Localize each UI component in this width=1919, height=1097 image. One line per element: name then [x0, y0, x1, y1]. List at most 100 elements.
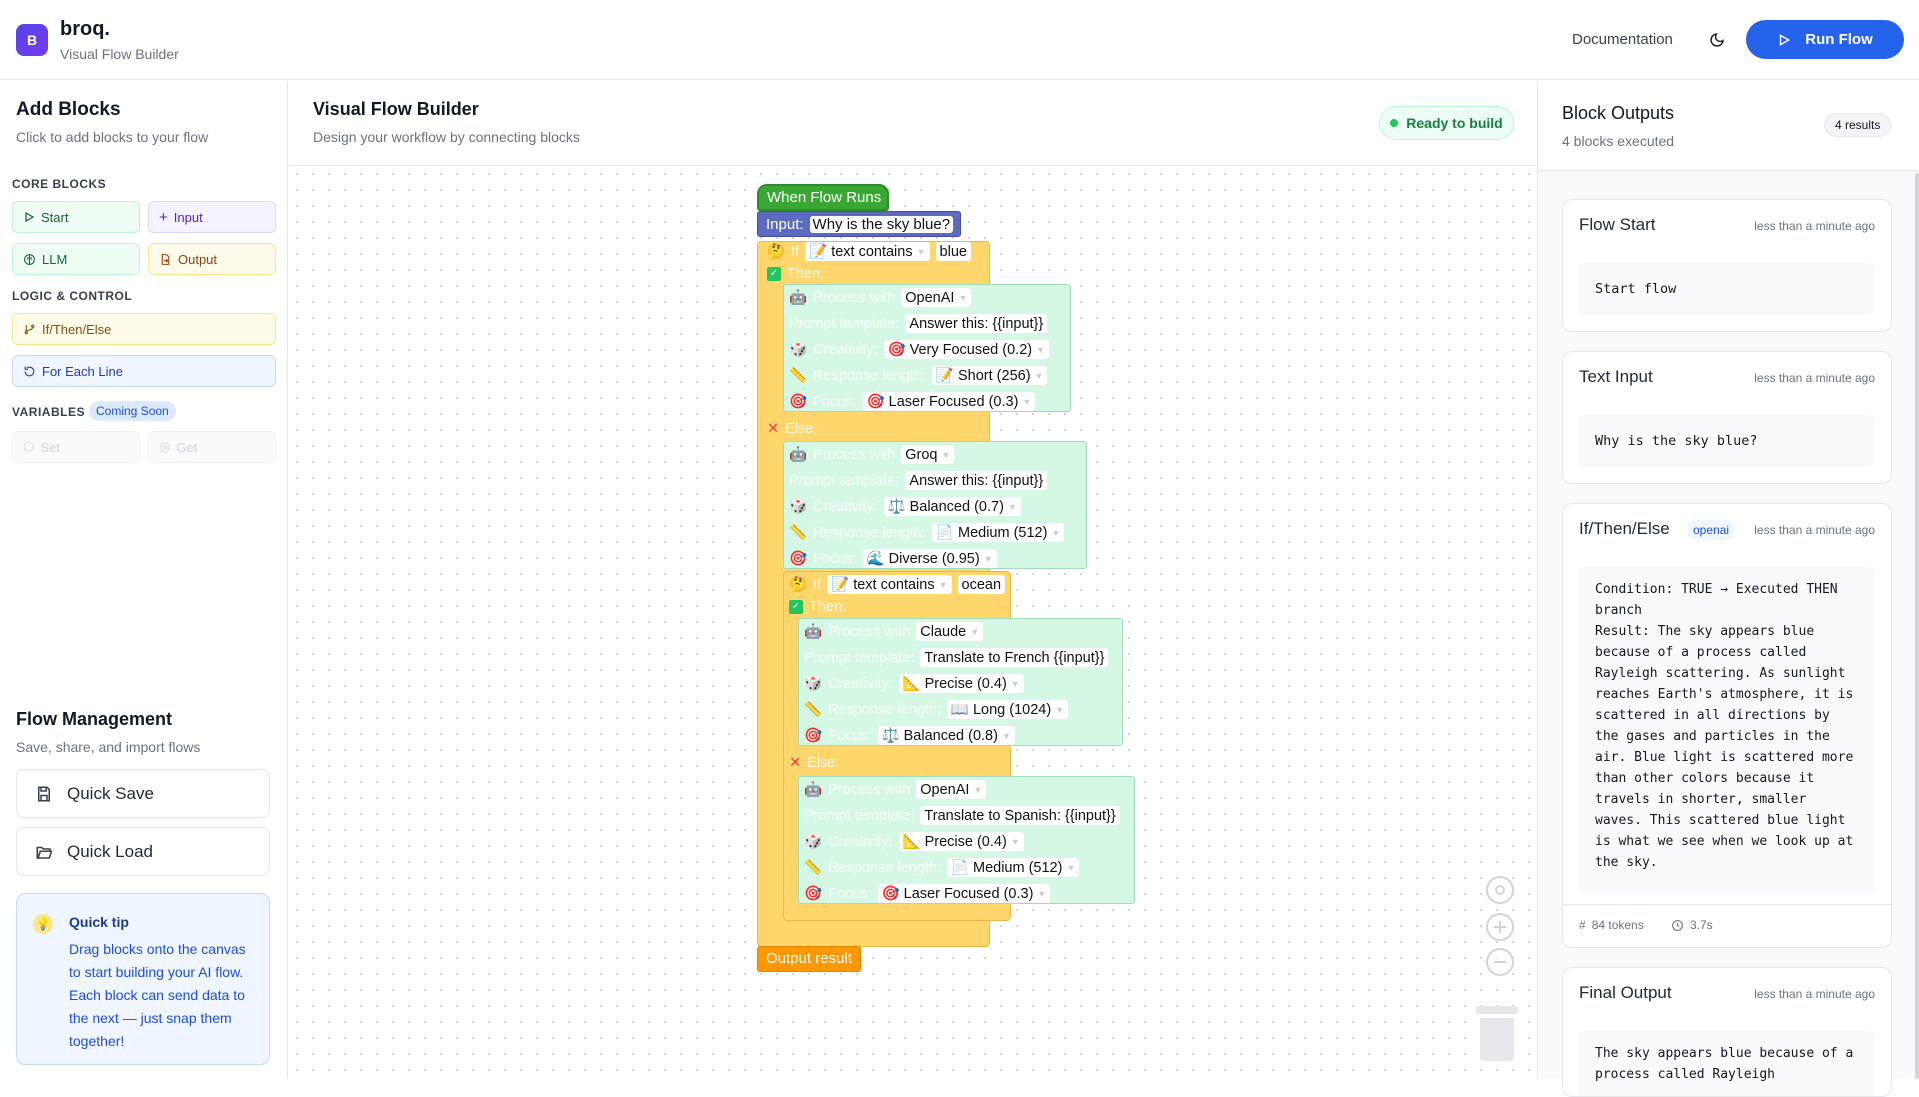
llm1-creativity-dropdown[interactable]: 🎯Very Focused (0.2)▼ [883, 340, 1050, 359]
output-card-flow-start: Flow Start less than a minute ago Start … [1562, 199, 1892, 332]
clock-icon [1672, 919, 1683, 931]
llm3-length-row: 📏Response length:📖Long (1024)▼ [804, 699, 1069, 720]
cross-icon: ✕ [789, 754, 802, 771]
run-flow-button[interactable]: Run Flow [1746, 20, 1904, 59]
llm4-prompt-field[interactable]: Translate to Spanish: {{input}} [920, 806, 1120, 825]
llm1-model-dropdown[interactable]: OpenAI▼ [901, 288, 972, 307]
robot-icon: 🤖 [789, 447, 808, 463]
outer-if-header: 🤔 If 📝text contains▼ blue [767, 241, 987, 262]
zoom-out-button[interactable] [1486, 948, 1514, 976]
llm3-prompt-field[interactable]: Translate to French {{input}} [920, 648, 1109, 667]
token-count: # 84 tokens [1579, 918, 1644, 932]
input-value-field[interactable]: Why is the sky blue? [809, 215, 954, 233]
status-label: Ready to build [1406, 115, 1503, 131]
recenter-button[interactable] [1486, 876, 1514, 904]
dice-icon: 🎲 [804, 834, 823, 850]
inner-if-header: 🤔 If 📝text contains▼ ocean [789, 574, 1006, 595]
app-header: B broq. Visual Flow Builder Documentatio… [0, 0, 1919, 80]
thinking-icon: 🤔 [789, 577, 808, 593]
llm2-focus-dropdown[interactable]: 🌊Diverse (0.95)▼ [862, 549, 997, 568]
eye-icon: ◎ [159, 439, 171, 454]
output-card-final-output: Final Output less than a minute ago The … [1562, 967, 1892, 1097]
blocks-sidebar: Add Blocks Click to add blocks to your f… [0, 81, 288, 1079]
llm4-prompt-row: Prompt template:Translate to Spanish: {{… [804, 805, 1120, 826]
llm2-prompt-row: Prompt template:Answer this: {{input}} [789, 470, 1048, 491]
play-icon [25, 211, 35, 223]
block-for-each-line-button[interactable]: For Each Line [12, 355, 276, 387]
block-input-button[interactable]: + Input [148, 201, 276, 233]
plus-icon: + [159, 208, 168, 226]
card-body: Start flow [1579, 263, 1875, 315]
run-flow-label: Run Flow [1805, 31, 1873, 48]
builder-subtitle: Design your workflow by connecting block… [313, 129, 580, 145]
when-flow-runs-block[interactable]: When Flow Runs [757, 184, 889, 211]
robot-icon: 🤖 [804, 624, 823, 640]
save-icon [38, 786, 50, 801]
block-llm-button[interactable]: LLM [12, 243, 140, 275]
inner-condition-dropdown[interactable]: 📝text contains▼ [827, 575, 952, 594]
quick-load-button[interactable]: Quick Load [16, 827, 270, 876]
input-block[interactable]: Input: Why is the sky blue? [757, 211, 961, 237]
llm1-prompt-field[interactable]: Answer this: {{input}} [905, 314, 1048, 333]
results-count-badge: 4 results [1824, 113, 1892, 137]
llm4-length-dropdown[interactable]: 📄Medium (512)▼ [946, 858, 1080, 877]
llm1-creativity-row: 🎲Creativity:🎯Very Focused (0.2)▼ [789, 339, 1050, 360]
ruler-icon: 📏 [789, 368, 808, 384]
llm3-focus-dropdown[interactable]: ⚖️Balanced (0.8)▼ [877, 726, 1015, 745]
plus-icon [1494, 921, 1506, 933]
dice-icon: 🎲 [789, 499, 808, 515]
input-label: Input: [766, 215, 804, 233]
llm1-length-dropdown[interactable]: 📝Short (256)▼ [931, 366, 1048, 385]
block-llm-label: LLM [42, 251, 68, 267]
block-if-then-else-button[interactable]: If/Then/Else [12, 313, 276, 345]
dice-icon: 🎲 [789, 342, 808, 358]
outputs-scrollbar[interactable] [1915, 173, 1919, 1079]
block-get-label: Get [176, 439, 198, 455]
llm2-creativity-dropdown[interactable]: ⚖️Balanced (0.7)▼ [883, 497, 1021, 516]
crosshair-icon [1495, 885, 1505, 895]
zoom-in-button[interactable] [1486, 913, 1514, 941]
outer-else-row: ✕Else: [767, 420, 818, 437]
quick-save-button[interactable]: Quick Save [16, 769, 270, 818]
block-outputs-panel: Block Outputs 4 blocks executed 4 result… [1537, 81, 1919, 1097]
flow-management-title: Flow Management [16, 709, 173, 729]
llm4-creativity-dropdown[interactable]: 📐Precise (0.4)▼ [898, 832, 1024, 851]
llm4-model-dropdown[interactable]: OpenAI▼ [916, 780, 987, 799]
output-result-block[interactable]: Output result [757, 946, 861, 972]
hash-icon: # [1579, 918, 1586, 932]
block-set-label: Set [40, 439, 60, 455]
llm2-model-dropdown[interactable]: Groq▼ [901, 445, 955, 464]
llm3-creativity-dropdown[interactable]: 📐Precise (0.4)▼ [898, 674, 1024, 693]
llm3-model-dropdown[interactable]: Claude▼ [916, 622, 984, 641]
add-blocks-title: Add Blocks [16, 99, 121, 120]
llm3-focus-row: 🎯Focus:⚖️Balanced (0.8)▼ [804, 725, 1015, 746]
card-body: Condition: TRUE → Executed THEN branch R… [1579, 567, 1875, 892]
llm3-length-dropdown[interactable]: 📖Long (1024)▼ [946, 700, 1069, 719]
llm2-length-dropdown[interactable]: 📄Medium (512)▼ [931, 523, 1065, 542]
outer-condition-dropdown[interactable]: 📝text contains▼ [805, 242, 930, 261]
llm4-focus-dropdown[interactable]: 🎯Laser Focused (0.3)▼ [877, 884, 1051, 903]
outputs-header: Block Outputs 4 blocks executed 4 result… [1538, 81, 1919, 171]
inner-condition-value[interactable]: ocean [957, 575, 1006, 594]
minus-icon [1494, 961, 1506, 963]
file-output-icon [161, 253, 170, 265]
block-get-button: ◎ Get [148, 431, 276, 463]
outer-condition-value[interactable]: blue [935, 242, 971, 261]
quick-tip-text: Drag blocks onto the canvas to start bui… [69, 941, 246, 1049]
llm1-focus-dropdown[interactable]: 🎯Laser Focused (0.3)▼ [862, 392, 1036, 411]
provider-badge: openai [1687, 520, 1736, 540]
trash-icon[interactable] [1476, 1006, 1518, 1061]
block-start-button[interactable]: Start [12, 201, 140, 233]
llm2-prompt-field[interactable]: Answer this: {{input}} [905, 471, 1048, 490]
add-blocks-subtitle: Click to add blocks to your flow [16, 129, 209, 145]
documentation-link[interactable]: Documentation [1572, 31, 1673, 48]
theme-toggle-button[interactable] [1704, 27, 1730, 53]
llm3-creativity-row: 🎲Creativity:📐Precise (0.4)▼ [804, 673, 1024, 694]
outputs-subtitle: 4 blocks executed [1562, 133, 1675, 149]
dice-icon: 🎲 [804, 676, 823, 692]
flow-canvas[interactable]: When Flow Runs Input: Why is the sky blu… [289, 165, 1536, 1079]
block-output-button[interactable]: Output [148, 243, 276, 275]
llm2-length-row: 📏Response length:📄Medium (512)▼ [789, 522, 1065, 543]
